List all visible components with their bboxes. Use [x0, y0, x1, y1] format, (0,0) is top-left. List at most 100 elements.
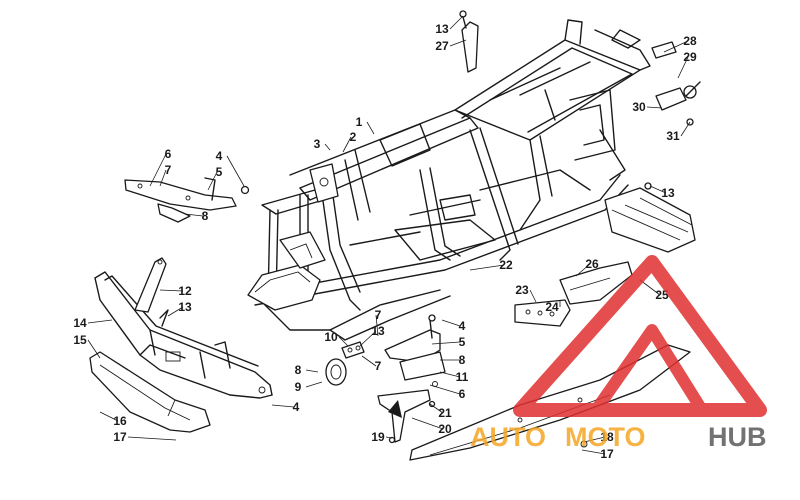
- footwell-bracket-parts: [325, 341, 365, 386]
- leader-line: [361, 355, 377, 367]
- callout-label: 6: [459, 387, 466, 401]
- callout-label: 11: [456, 370, 469, 384]
- automotohub-watermark: AUTO MOTO HUB: [470, 255, 767, 452]
- callout-label: 18: [600, 430, 614, 444]
- callout-label: 8: [459, 353, 466, 367]
- leader-line: [429, 403, 444, 414]
- leader-line: [575, 263, 591, 277]
- callout-label: 23: [515, 283, 529, 297]
- watermark-logo-triangle: [513, 255, 767, 417]
- leader-line: [429, 384, 461, 395]
- callout-label: 30: [632, 100, 646, 114]
- leader-line: [167, 306, 184, 317]
- leader-line: [385, 436, 393, 439]
- leader-line: [439, 371, 461, 378]
- callout-label: 7: [165, 163, 172, 177]
- callout-label: 14: [73, 316, 87, 330]
- callout-label: 17: [113, 430, 127, 444]
- callout-label: 10: [324, 330, 338, 344]
- callout-label: 5: [216, 165, 223, 179]
- callout-labels: 1234567812131415161748910713745811621201…: [73, 22, 697, 461]
- leader-line: [441, 319, 461, 327]
- leader-line: [646, 106, 663, 109]
- leader-line: [431, 341, 461, 345]
- watermark-text-auto: AUTO: [470, 422, 546, 452]
- callout-label: 26: [585, 257, 599, 271]
- callout-label: 4: [293, 400, 300, 414]
- leader-line: [469, 264, 505, 271]
- rear-skid-plate: [409, 344, 691, 461]
- leader-line: [159, 289, 184, 292]
- callout-label: 4: [216, 149, 223, 163]
- rear-tray: [604, 182, 696, 253]
- main-frame: [247, 19, 651, 341]
- leader-line: [375, 314, 379, 337]
- hitch-assembly: [651, 41, 701, 126]
- leader-line: [411, 417, 444, 430]
- callout-label: 13: [661, 186, 675, 200]
- callout-label: 2: [350, 130, 357, 144]
- leader-lines: [87, 15, 691, 455]
- callout-label: 28: [683, 34, 697, 48]
- leader-line: [226, 155, 245, 187]
- callout-label: 20: [438, 422, 452, 436]
- leader-line: [87, 319, 113, 324]
- callout-label: 15: [73, 333, 87, 347]
- leader-line: [184, 213, 204, 217]
- leader-line: [99, 411, 119, 422]
- leader-line: [649, 185, 667, 194]
- callout-label: 5: [459, 335, 466, 349]
- leader-line: [359, 330, 377, 347]
- callout-label: 13: [435, 22, 449, 36]
- upper-left-bracket: [124, 177, 250, 223]
- top-link: [459, 10, 479, 73]
- leader-line: [149, 153, 167, 187]
- leader-line: [305, 369, 319, 373]
- leader-line: [127, 436, 177, 441]
- callout-label: 7: [375, 359, 382, 373]
- leader-line: [271, 404, 295, 408]
- front-skid-plate: [89, 351, 211, 433]
- right-footrest-bracket: [384, 314, 446, 387]
- callout-label: 13: [178, 300, 192, 314]
- leader-line: [449, 39, 467, 47]
- leader-line: [305, 381, 323, 388]
- front-bumper: [94, 271, 273, 399]
- callout-label: 16: [113, 414, 127, 428]
- watermark-text-moto: MOTO: [565, 422, 646, 452]
- bumper-bracket: [134, 257, 169, 327]
- callout-label: 6: [165, 147, 172, 161]
- callout-label: 12: [178, 284, 192, 298]
- leader-line: [639, 279, 661, 296]
- callout-label: 7: [375, 308, 382, 322]
- callout-label: 22: [499, 258, 513, 272]
- leader-line: [583, 436, 606, 443]
- callout-label: 21: [438, 406, 452, 420]
- callout-label: 8: [295, 363, 302, 377]
- leader-line: [529, 289, 537, 303]
- leader-line: [207, 171, 218, 191]
- callout-label: 8: [202, 209, 209, 223]
- watermark-text-hub: HUB: [708, 422, 767, 452]
- callout-label: 31: [666, 129, 680, 143]
- callout-label: 13: [371, 324, 385, 338]
- callout-label: 3: [314, 137, 321, 151]
- leader-line: [680, 121, 691, 137]
- callout-label: 1: [356, 115, 363, 129]
- leader-line: [663, 40, 689, 53]
- leader-line: [449, 15, 464, 30]
- callout-label: 27: [435, 39, 449, 53]
- callout-label: 9: [295, 380, 302, 394]
- callout-label: 24: [545, 300, 559, 314]
- leader-line: [366, 121, 375, 135]
- leader-line: [324, 143, 331, 151]
- callout-label: 29: [683, 50, 697, 64]
- leader-line: [159, 169, 167, 187]
- leader-line: [581, 449, 606, 455]
- callout-label: 17: [600, 447, 614, 461]
- leader-line: [87, 339, 101, 359]
- lower-bracket: [377, 389, 436, 444]
- leader-line: [338, 336, 349, 347]
- callout-label: 4: [459, 319, 466, 333]
